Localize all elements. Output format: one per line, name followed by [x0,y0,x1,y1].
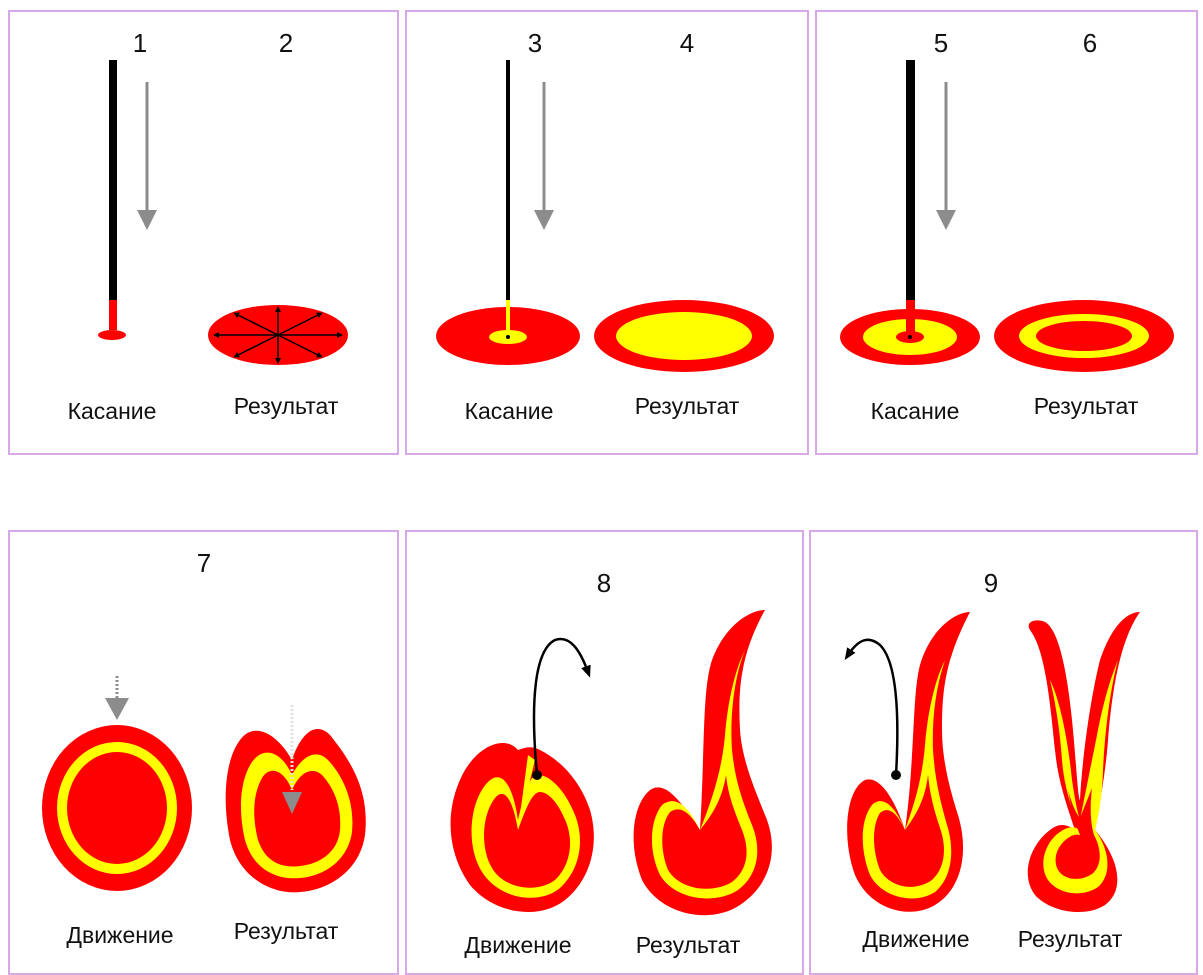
caption-result: Результат [636,932,741,959]
step-7-ring-drop [42,725,192,891]
step-number-4: 4 [680,28,694,59]
caption-result: Результат [635,393,740,420]
step-number-5: 5 [934,28,948,59]
step-1-stick-touch [98,60,126,340]
step-number-9: 9 [984,568,998,599]
caption-motion: Движение [464,932,571,959]
caption-motion: Движение [862,926,969,953]
down-arrow-icon [936,82,956,230]
step-8-result-shape [634,610,772,915]
caption-touch: Касание [465,398,554,425]
caption-touch: Касание [871,398,960,425]
curved-motion-arrow-icon [848,640,901,780]
step-5-thick-stick-touch [840,60,980,365]
caption-result: Результат [234,918,339,945]
caption-result: Результат [1018,926,1123,953]
step-number-3: 3 [528,28,542,59]
caption-motion: Движение [66,922,173,949]
down-arrow-icon [534,82,554,230]
dotted-down-arrow-icon [105,676,129,720]
step-7-result-shape [226,705,366,892]
step-9-lift-drop [847,612,970,912]
caption-result: Результат [1034,393,1139,420]
step-number-8: 8 [597,568,611,599]
step-4-yellow-center [594,300,774,372]
step-9-result-shape [1028,612,1140,912]
step-number-7: 7 [197,548,211,579]
step-6-ring-pattern [994,300,1174,372]
step-3-thin-stick-touch [436,60,580,365]
caption-touch: Касание [68,398,157,425]
step-number-6: 6 [1083,28,1097,59]
step-number-1: 1 [133,28,147,59]
step-8-lift-drop [451,743,594,912]
step-2-spread-drop [208,305,348,365]
down-arrow-icon [137,82,157,230]
step-number-2: 2 [279,28,293,59]
caption-result: Результат [234,393,339,420]
